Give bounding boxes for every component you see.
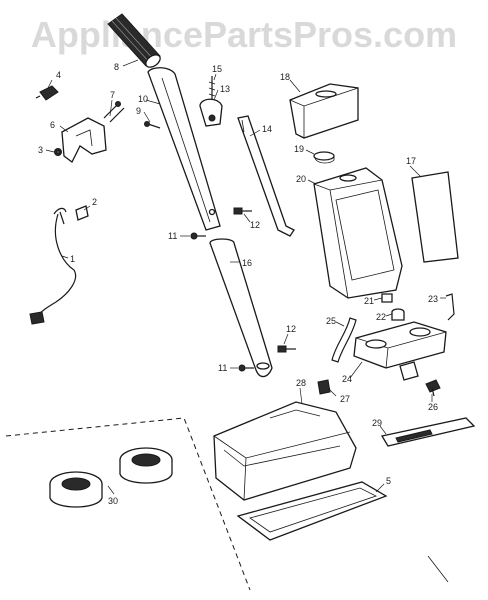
callout-18: 18 [280,72,290,82]
part-13-clamp[interactable] [199,98,223,127]
callout-8: 8 [114,62,119,72]
callout-30: 30 [108,496,118,506]
part-10-upper-handle-tube[interactable] [147,67,221,231]
part-14-cord-hook[interactable] [237,115,295,237]
part-17-panel[interactable] [411,171,459,263]
part-24-pump-base[interactable] [353,321,447,381]
callout-11-lower: 11 [218,363,227,373]
callout-16: 16 [242,258,252,268]
part-6-switch-housing[interactable] [61,117,107,163]
callout-11-upper: 11 [168,231,177,241]
callout-12-lower: 12 [286,324,296,334]
callout-3: 3 [38,145,43,155]
callout-14: 14 [262,124,272,134]
callout-7: 7 [110,90,115,100]
callout-23: 23 [428,294,438,304]
callout-12-upper: 12 [250,220,260,230]
callout-5: 5 [386,476,391,486]
part-23-latch[interactable] [445,293,455,321]
callout-26: 26 [428,402,438,412]
part-15-screw[interactable] [208,76,216,100]
part-11-screw-upper[interactable] [190,232,206,240]
part-12-screw-lower[interactable] [277,345,296,353]
part-20-solution-tank[interactable] [313,167,403,299]
part-28-main-housing[interactable] [213,401,357,501]
callout-21: 21 [364,296,374,306]
callout-29: 29 [372,418,382,428]
part-5-tray[interactable] [236,481,388,541]
part-3-nut[interactable] [54,148,62,156]
callout-22: 22 [376,312,386,322]
part-26-screw[interactable] [425,379,441,397]
callout-15: 15 [212,64,222,74]
watermark-logo: AppliancePartsPros.com [30,14,458,55]
dashed-boundary [5,417,449,591]
part-21-fitting[interactable] [381,293,393,303]
callout-28: 28 [296,378,306,388]
leader-lines [45,59,446,495]
part-16-lower-handle-tube[interactable] [209,238,273,378]
callout-25: 25 [326,316,336,326]
callout-4: 4 [56,70,61,80]
part-8-handle-grip[interactable] [107,13,162,70]
callout-27: 27 [340,394,350,404]
callout-13: 13 [220,84,230,94]
callout-10: 10 [138,94,148,104]
part-19-cap[interactable] [313,151,335,164]
callout-19: 19 [294,144,304,154]
part-18-tank-lid[interactable] [289,83,359,139]
part-4-knob[interactable] [35,85,59,101]
callout-9: 9 [136,106,141,116]
part-29-strip[interactable] [380,417,476,447]
callout-labels: 1 2 3 4 5 6 7 8 9 10 11 11 12 12 13 14 1… [38,62,438,506]
callout-2: 2 [92,197,97,207]
part-27-clip[interactable] [317,379,331,395]
part-30-brushes[interactable] [49,447,173,508]
part-2-cord-clip[interactable] [75,205,89,221]
callout-6: 6 [50,120,55,130]
part-25-hose[interactable] [331,317,357,363]
part-22-valve[interactable] [391,308,405,321]
part-7-screw[interactable] [103,101,125,123]
part-9-screw[interactable] [144,121,161,129]
callout-20: 20 [296,174,306,184]
part-11-screw-lower[interactable] [238,364,254,372]
part-12-screw-upper[interactable] [233,207,252,215]
callout-17: 17 [406,156,416,166]
callout-24: 24 [342,374,352,384]
part-1-power-cord[interactable] [29,207,77,325]
callout-1: 1 [70,254,75,264]
